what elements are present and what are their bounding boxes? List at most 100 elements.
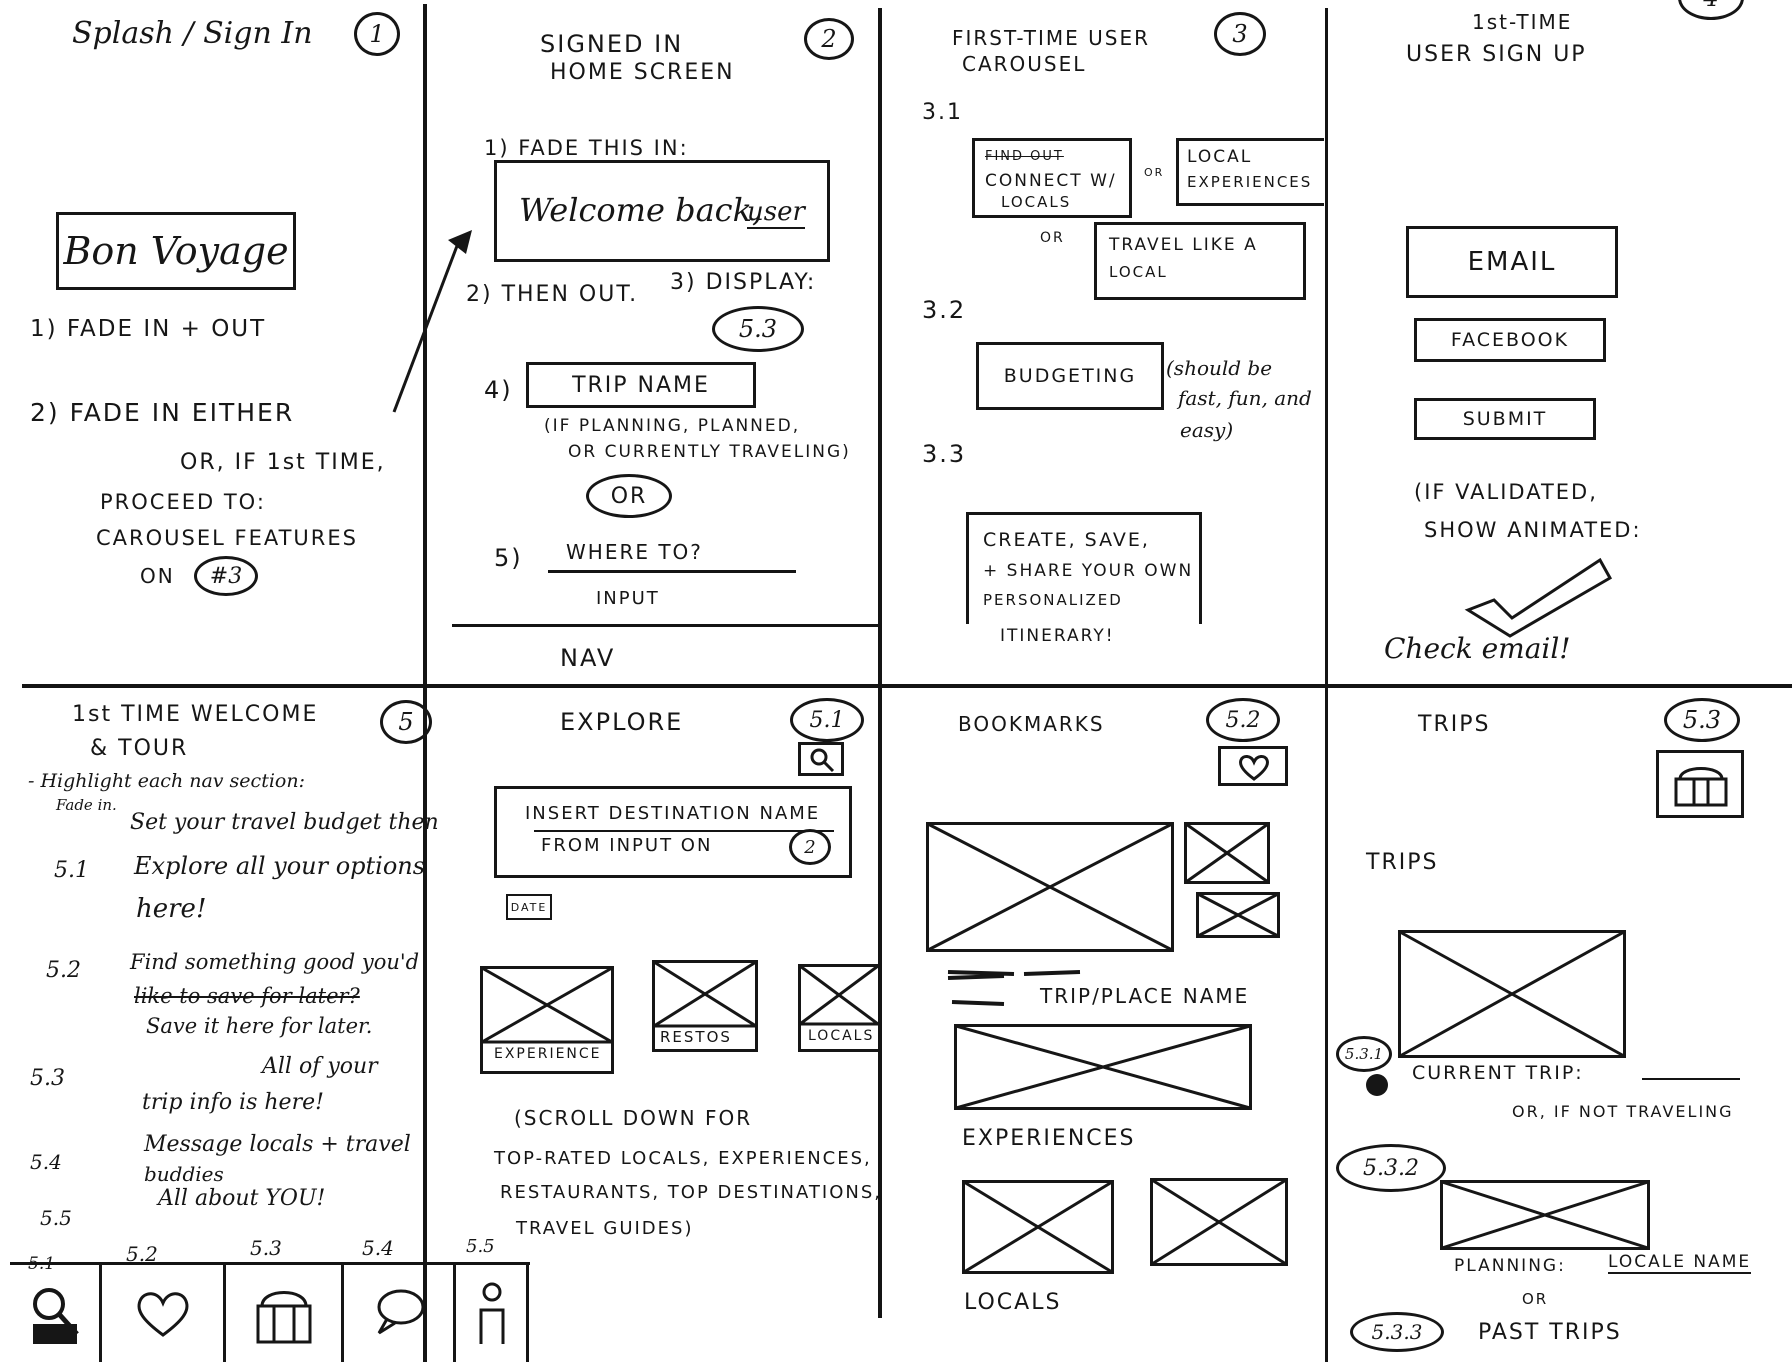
bookmark-wide-image[interactable] <box>954 1024 1252 1110</box>
search-button[interactable] <box>798 742 844 776</box>
section-5-3-1: 5.3.1 <box>1336 1036 1392 1072</box>
budget-note-1: (should be <box>1166 356 1273 380</box>
image-placeholder-icon <box>652 960 758 1052</box>
trip-name-field[interactable]: TRIP NAME <box>526 362 756 408</box>
tour-item-5-4-number: 5.4 <box>30 1150 62 1174</box>
current-trip-label: CURRENT TRIP: <box>1412 1062 1584 1084</box>
tour-item-5-3-line2: trip info is here! <box>142 1090 324 1115</box>
welcome-banner: Welcome back, user <box>494 160 830 262</box>
where-to-label: WHERE TO? <box>566 540 703 564</box>
bookmark-thumb-1[interactable] <box>1184 822 1270 884</box>
panel-title-line2: USER SIGN UP <box>1406 42 1587 67</box>
bookmark-exp-1[interactable] <box>962 1180 1114 1274</box>
section-3-1: 3.1 <box>922 100 963 125</box>
panel-title-line2: CAROUSEL <box>962 52 1087 76</box>
where-to-input-line[interactable] <box>548 570 796 573</box>
panel-number: 5.2 <box>1206 698 1280 742</box>
or-not-traveling: OR, IF NOT TRAVELING <box>1512 1102 1734 1121</box>
carousel-card-connect[interactable]: FIND OUT CONNECT W/ LOCALS <box>972 138 1132 218</box>
step-or-first-time: OR, IF 1st TIME, <box>180 450 386 475</box>
panel-number: 1 <box>354 12 400 56</box>
experiences-heading: EXPERIENCES <box>962 1126 1136 1151</box>
explore-card-experience[interactable]: EXPERIENCE <box>480 966 614 1074</box>
panel-title-line1: 1st TIME WELCOME <box>72 702 319 727</box>
validated-note-2: SHOW ANIMATED: <box>1424 518 1642 542</box>
bookmark-button[interactable] <box>1218 746 1288 786</box>
connect-text-2: LOCALS <box>1001 193 1072 211</box>
nav-label: NAV <box>560 644 616 672</box>
suitcase-icon <box>1674 767 1728 807</box>
trip-place-name: TRIP/PLACE NAME <box>1040 984 1250 1008</box>
locals-heading: LOCALS <box>964 1290 1062 1315</box>
flow-arrow <box>392 230 472 413</box>
bookmark-thumb-2[interactable] <box>1196 892 1280 938</box>
explore-card-locals[interactable]: LOCALS <box>798 964 878 1052</box>
nav-tab-profile[interactable] <box>456 1264 528 1362</box>
submit-button[interactable]: SUBMIT <box>1414 398 1596 440</box>
facebook-button[interactable]: FACEBOOK <box>1414 318 1606 362</box>
panel-title: Splash / Sign In <box>72 16 313 51</box>
current-trip-radio[interactable] <box>1366 1074 1388 1096</box>
trips-nav-button[interactable] <box>1656 750 1744 818</box>
bookmark-exp-2[interactable] <box>1150 1178 1288 1266</box>
tour-intro: Set your travel budget then <box>130 810 439 835</box>
image-placeholder-icon <box>798 964 878 1052</box>
section-3-3: 3.3 <box>922 440 967 468</box>
divider-horizontal <box>22 684 1792 688</box>
tour-item-5-4-line1: Message locals + travel <box>144 1132 411 1157</box>
trip-note-line2: OR CURRENTLY TRAVELING) <box>568 442 851 462</box>
or-label: OR <box>1522 1290 1549 1308</box>
tour-item-5-3-line1: All of your <box>262 1054 378 1079</box>
nav-number-5-5: 5.5 <box>466 1236 495 1257</box>
tour-item-5-4-line2: buddies <box>144 1162 224 1186</box>
carousel-card-budgeting[interactable]: BUDGETING <box>976 342 1164 410</box>
tour-note-1: - Highlight each nav section: <box>28 770 305 792</box>
image-placeholder-icon <box>480 966 614 1074</box>
image-placeholder-icon <box>954 1024 1252 1110</box>
nav-tab-trips[interactable] <box>226 1264 344 1362</box>
tour-item-5-1-line2: here! <box>136 894 207 924</box>
image-placeholder-icon <box>1184 822 1270 884</box>
bookmark-hero-image[interactable] <box>926 822 1174 952</box>
validated-note-1: (IF VALIDATED, <box>1414 480 1598 504</box>
heart-icon <box>137 1292 188 1337</box>
panel-number: 3 <box>1214 12 1266 56</box>
step-then-out: 2) THEN OUT. <box>466 282 639 307</box>
panel-title-line1: SIGNED IN <box>540 30 684 58</box>
travel-text-2: LOCAL <box>1109 263 1168 281</box>
carousel-card-travel-local[interactable]: TRAVEL LIKE A LOCAL <box>1094 222 1306 300</box>
carousel-card-local-exp[interactable]: LOCAL EXPERIENCES <box>1176 138 1324 206</box>
nav-tab-messages[interactable] <box>344 1264 456 1362</box>
current-trip-image[interactable] <box>1398 930 1626 1058</box>
trips-heading: TRIPS <box>1366 850 1439 875</box>
tour-item-5-2-line2: like to save for later? <box>134 984 360 1008</box>
step-on: ON <box>140 564 175 588</box>
create-text-1: CREATE, SAVE, <box>983 529 1150 551</box>
nav-bar-top <box>10 1262 530 1265</box>
planning-trip-image[interactable] <box>1440 1180 1650 1250</box>
destination-ref-circle: 2 <box>789 829 831 865</box>
divider-vertical-1 <box>423 4 427 1362</box>
nav-tab-bookmarks[interactable] <box>102 1264 226 1362</box>
panel-title-line1: 1st-TIME <box>1472 10 1573 34</box>
nav-number-5-4: 5.4 <box>362 1236 394 1260</box>
nav-tab-explore[interactable] <box>10 1264 102 1362</box>
or-circle: OR <box>586 474 672 518</box>
destination-text-2: FROM INPUT ON <box>541 835 713 856</box>
welcome-user: user <box>747 197 805 229</box>
email-button[interactable]: EMAIL <box>1406 226 1618 298</box>
scroll-note-1: (SCROLL DOWN FOR <box>514 1106 753 1130</box>
step-carousel-features: CAROUSEL FEATURES <box>96 526 358 550</box>
step4-number: 4) <box>484 376 513 404</box>
step5-number: 5) <box>494 544 523 572</box>
chat-bubble-icon <box>377 1289 424 1335</box>
panel-title: EXPLORE <box>560 708 684 736</box>
explore-card-restos[interactable]: RESTOS <box>652 960 758 1052</box>
past-trips-label[interactable]: PAST TRIPS <box>1478 1320 1622 1345</box>
tour-item-5-2-number: 5.2 <box>46 958 81 983</box>
image-placeholder-icon <box>926 822 1174 952</box>
panel-title-line1: FIRST-TIME USER <box>952 26 1150 50</box>
destination-divider <box>534 830 834 832</box>
carousel-card-itinerary[interactable]: CREATE, SAVE, + SHARE YOUR OWN PERSONALI… <box>966 512 1202 624</box>
date-chip[interactable]: DATE <box>506 894 552 920</box>
